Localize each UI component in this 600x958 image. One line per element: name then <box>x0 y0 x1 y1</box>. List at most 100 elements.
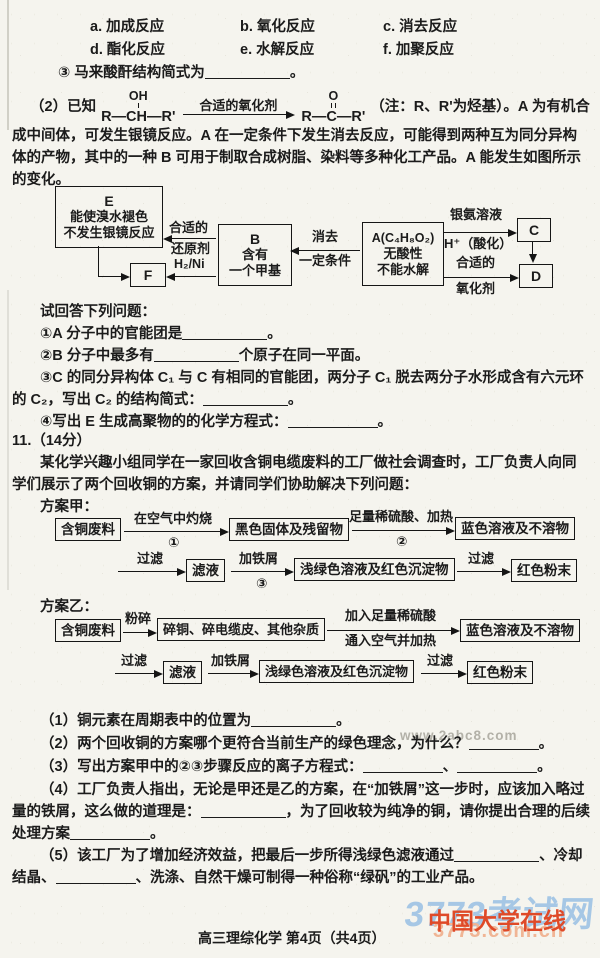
plan-a-step-2-number: ② <box>396 534 408 549</box>
plan-a-box-black-solid: 黑色固体及残留物 <box>229 518 349 541</box>
box-A: A(C₄H₈O₂) 无酸性 不能水解 <box>362 222 444 286</box>
question-4-line3: 处理方案。 <box>12 825 165 843</box>
option-e: e. 水解反应 <box>240 41 314 59</box>
plan-a-filter-1-label: 过滤 <box>137 551 164 566</box>
plan-b-filter-1-label: 过滤 <box>121 653 148 668</box>
question-5-line2: 结晶、、洗涤、自然干燥可制得一种俗称“绿矾”的工业产品。 <box>12 869 484 887</box>
plan-a-arrow-1 <box>124 528 229 536</box>
reaction-equation-line: （2）已知 OH R—CH—R' 合适的氧化剂 O R—C—R' （注：R、R'… <box>30 88 590 126</box>
question-text: （5）该工厂为了增加经济效益，把最后一步所得浅绿色滤液通过 <box>40 848 455 864</box>
plan-b-box-filtrate: 滤液 <box>163 661 202 684</box>
arrow-A-to-C-label-top: 银氨溶液 <box>450 207 503 222</box>
double-bond <box>330 102 337 108</box>
question-text: ，为了回收较为纯净的铜，请你提出合理的后续 <box>285 804 591 820</box>
box-B-line1: 含有 <box>241 247 268 262</box>
plan-a-label: 方案甲： <box>40 499 98 515</box>
period: 。 <box>336 713 351 729</box>
question-4-line1: （4）工厂负责人指出，无论是甲还是乙的方案，在“加铁屑”这一步时，应该加入略过 <box>40 782 585 798</box>
subquestion-3-line2: 的 C₂，写出 C₂ 的结构简式：。 <box>12 391 302 409</box>
plan-b-arrow-filter-2 <box>421 670 467 678</box>
answer-blank <box>454 848 540 862</box>
answer-blank <box>204 65 290 79</box>
question-text: 、洗涤、自然干燥可制得一种俗称“绿矾”的工业产品。 <box>135 870 484 886</box>
question-text: ③ 马来酸酐结构简式为 <box>58 65 205 81</box>
option-key: c. <box>383 19 396 35</box>
box-F: F <box>130 263 166 287</box>
question-1: （1）铜元素在周期表中的位置为。 <box>40 712 351 730</box>
question-text: （3）写出方案甲中的②③步骤反应的离子方程式： <box>40 759 363 775</box>
arrow-A-to-B <box>290 247 360 255</box>
option-key: b. <box>240 19 253 35</box>
question-11-header: 11.（14分） <box>12 433 91 449</box>
plan-a-arrow-iron <box>231 568 294 576</box>
paragraph-line: 体的产物，其中的一种 B 可用于制取合成树脂、染料等多种化工产品。A 能发生如图… <box>12 150 581 166</box>
arrow-B-to-F-label: H₂/Ni <box>174 257 205 271</box>
arrow-A-to-B-label-bottom: 一定条件 <box>299 253 352 268</box>
plan-a-box-scrap: 含铜废料 <box>55 518 121 541</box>
box-B-line2: 一个甲基 <box>228 263 281 278</box>
plan-b-arrow-crush <box>123 629 157 637</box>
option-a: a. 加成反应 <box>90 18 164 36</box>
subquestion-4: ④写出 E 生成高聚物的的化学方程式：。 <box>40 413 392 431</box>
arrow-A-to-D-label-bottom: 氧化剂 <box>456 281 496 296</box>
answer-blank <box>182 326 268 340</box>
box-D: D <box>519 264 553 288</box>
period: 。 <box>377 414 393 430</box>
product-formula: O R—C—R' <box>301 88 366 125</box>
arrow-B-to-E-label-bottom: 还原剂 <box>171 241 211 256</box>
intro-text: （2）已知 <box>30 99 97 115</box>
question-5-line1: （5）该工厂为了增加经济效益，把最后一步所得浅绿色滤液通过、冷却 <box>40 847 583 865</box>
plan-b-filter-2-label: 过滤 <box>427 653 454 668</box>
option-b: b. 氧化反应 <box>240 18 315 36</box>
box-E-line2: 不发生银镜反应 <box>63 225 155 240</box>
option-label: 加聚反应 <box>395 42 454 58</box>
answer-blank <box>251 713 337 727</box>
arrow-A-to-D-label-top: 合适的 <box>456 255 496 270</box>
arrow-B-to-E <box>163 235 216 243</box>
hydroxyl-group: OH <box>128 88 148 103</box>
reaction-condition: 合适的氧化剂 <box>199 98 278 113</box>
question-text: 量的铁屑，这么做的道理是： <box>12 804 201 820</box>
plan-b-acid-label-bottom: 通入空气并加热 <box>345 633 437 648</box>
answer-blank <box>457 759 538 773</box>
arrow-A-to-C-label-bottom: H⁺（酸化） <box>444 236 513 251</box>
answer-blank <box>55 870 136 884</box>
page-footer: 高三理综化学 第4页（共4页） <box>198 930 386 946</box>
box-A-line2: 不能水解 <box>376 262 429 277</box>
connector-E-down <box>98 246 99 276</box>
watermark-3773-url: 3773.com.cn <box>433 920 565 942</box>
plan-b-box-blue-solution: 蓝色溶液及不溶物 <box>460 619 580 642</box>
plan-b-box-red-powder: 红色粉末 <box>467 661 533 684</box>
product-skeleton: R—C—R' <box>301 108 366 125</box>
plan-a-box-filtrate: 滤液 <box>186 559 225 582</box>
question-2: （2）两个回收铜的方案哪个更符合当前生产的绿色理念，为什么？。 <box>40 735 553 753</box>
carbonyl-oxygen: O <box>328 88 339 103</box>
plan-b-arrow-iron <box>208 670 259 678</box>
plan-b-acid-label-top: 加入足量稀硫酸 <box>345 608 437 623</box>
arrow-C-to-D <box>528 242 537 263</box>
plan-a-filter-2-label: 过滤 <box>468 551 495 566</box>
separator: 、 <box>442 759 458 775</box>
subquestion-lead: 试回答下列问题： <box>40 304 156 320</box>
question-text: 个原子在同一平面。 <box>238 348 370 364</box>
plan-a-arrow-1-label: 在空气中灼烧 <box>134 511 213 526</box>
note-text: （注：R、R'为烃基）。A 为有机合 <box>370 99 590 115</box>
plan-a-step-1-number: ① <box>168 535 180 550</box>
option-key: d. <box>90 42 103 58</box>
question-text: 处理方案 <box>12 826 70 842</box>
plan-b-arrow-acid <box>327 627 460 635</box>
option-key: f. <box>383 42 392 58</box>
plan-a-arrow-filter-1 <box>118 568 186 576</box>
plan-a-iron-label: 加铁屑 <box>239 551 279 566</box>
plan-a-box-green-solution: 浅绿色溶液及红色沉淀物 <box>294 558 455 581</box>
plan-a-step-3-number: ③ <box>256 576 268 591</box>
reaction-arrow: 合适的氧化剂 <box>183 98 296 119</box>
period: 。 <box>537 759 552 775</box>
question-text: ①A 分子中的官能团是 <box>40 326 183 342</box>
paragraph-line: 成中间体，可发生银镜反应。A 在一定条件下发生消去反应，可能得到两种互为同分异构 <box>12 128 577 144</box>
arrow-B-to-F <box>166 273 216 281</box>
answer-blank <box>153 348 239 362</box>
arrow-A-to-D <box>444 274 519 282</box>
box-C: C <box>517 218 551 242</box>
